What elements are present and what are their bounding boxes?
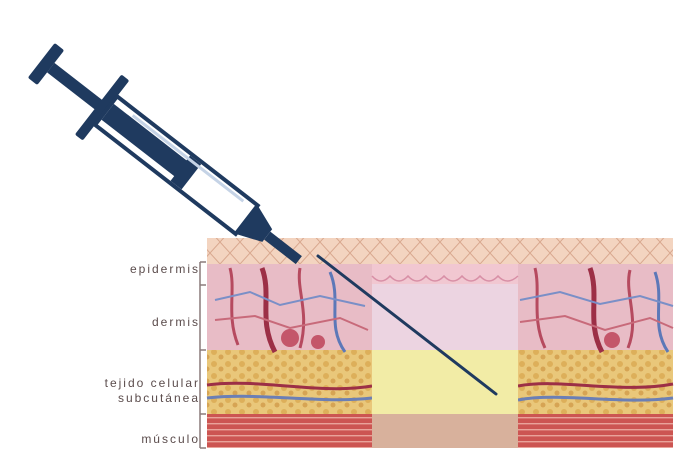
injection-column-muscle (372, 414, 518, 448)
label-subcutaneous-line1: tejido celular (0, 376, 200, 391)
layer-bracket (200, 262, 206, 448)
label-muscle: músculo (0, 432, 200, 447)
skin-cross-section (207, 238, 673, 448)
plunger-rod (47, 63, 105, 112)
injection-column-dermis (372, 284, 518, 350)
injection-column-subcutaneous (372, 350, 518, 414)
label-dermis: dermis (0, 315, 200, 330)
label-subcutaneous: tejido celular subcutánea (0, 376, 200, 406)
label-subcutaneous-line2: subcutánea (0, 391, 200, 406)
injection-column-epidermis (372, 264, 518, 286)
label-epidermis: epidermis (0, 262, 200, 277)
